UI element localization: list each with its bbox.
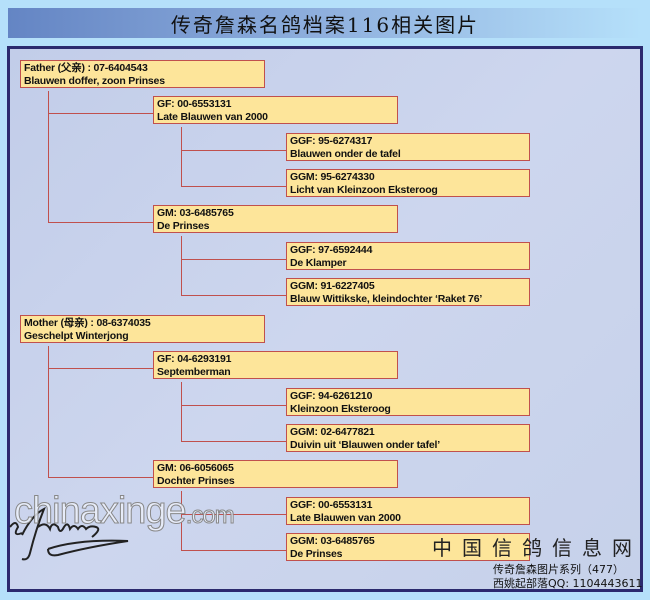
connector-line <box>48 91 49 223</box>
bird-name: Geschelpt Winterjong <box>24 330 129 342</box>
watermark-qq: 西姚起部落QQ: 1104443611 <box>493 577 643 590</box>
watermark-series: 传奇詹森图片系列（477） <box>493 563 624 576</box>
connector-line <box>181 186 286 187</box>
connector-line <box>181 405 286 406</box>
ring-number: GF: 04-6293191 <box>157 353 232 365</box>
ring-number: GGM: 91-6227405 <box>290 280 375 292</box>
connector-line <box>48 368 153 369</box>
connector-line <box>181 441 286 442</box>
connector-line <box>181 550 286 551</box>
bird-name: Kleinzoon Eksteroog <box>290 403 391 415</box>
connector-line <box>181 127 182 186</box>
ring-number: GM: 03-6485765 <box>157 207 234 219</box>
bird-name: Duivin uit ‘Blauwen onder tafel’ <box>290 439 440 451</box>
ring-number: GGF: 00-6553131 <box>290 499 373 511</box>
bird-name: Septemberman <box>157 366 231 378</box>
connector-line <box>48 346 49 478</box>
watermark-name: 中国信鸽信息网 <box>432 536 642 560</box>
ring-number: GM: 06-6056065 <box>157 462 234 474</box>
bird-name: Blauw Wittikske, kleindochter ‘Raket 76’ <box>290 293 483 305</box>
ring-number: GGF: 97-6592444 <box>290 244 373 256</box>
ring-number: GF: 00-6553131 <box>157 98 232 110</box>
bird-name: Late Blauwen van 2000 <box>157 111 268 123</box>
connector-line <box>181 295 286 296</box>
ring-number: GGM: 95-6274330 <box>290 171 375 183</box>
page-title: 传奇詹森名鸽档案116相关图片 <box>170 12 480 37</box>
connector-line <box>181 382 182 441</box>
bird-name: De Prinses <box>157 220 210 232</box>
connector-line <box>48 113 153 114</box>
bird-name: Blauwen onder de tafel <box>290 148 401 160</box>
title-banner: 传奇詹森名鸽档案116相关图片 <box>8 8 642 38</box>
connector-line <box>48 222 153 223</box>
bird-name: Late Blauwen van 2000 <box>290 512 401 524</box>
ring-number: GGM: 02-6477821 <box>290 426 375 438</box>
ring-number: GGM: 03-6485765 <box>290 535 375 547</box>
watermark-site: chinaxinge.com <box>14 490 236 533</box>
bird-name: Licht van Kleinzoon Eksteroog <box>290 184 438 196</box>
ring-number: GGF: 94-6261210 <box>290 390 373 402</box>
connector-line <box>48 477 153 478</box>
ring-number: Mother (母亲) : 08-6374035 <box>24 317 151 329</box>
bird-name: Dochter Prinses <box>157 475 235 487</box>
bird-name: De Prinses <box>290 548 343 560</box>
bird-name: De Klamper <box>290 257 347 269</box>
ring-number: Father (父亲) : 07-6404543 <box>24 62 148 74</box>
connector-line <box>181 150 286 151</box>
ring-number: GGF: 95-6274317 <box>290 135 373 147</box>
connector-line <box>181 491 182 550</box>
connector-line <box>181 514 286 515</box>
bird-name: Blauwen doffer, zoon Prinses <box>24 75 165 87</box>
connector-line <box>181 259 286 260</box>
connector-line <box>181 236 182 295</box>
signature-image <box>9 506 129 561</box>
